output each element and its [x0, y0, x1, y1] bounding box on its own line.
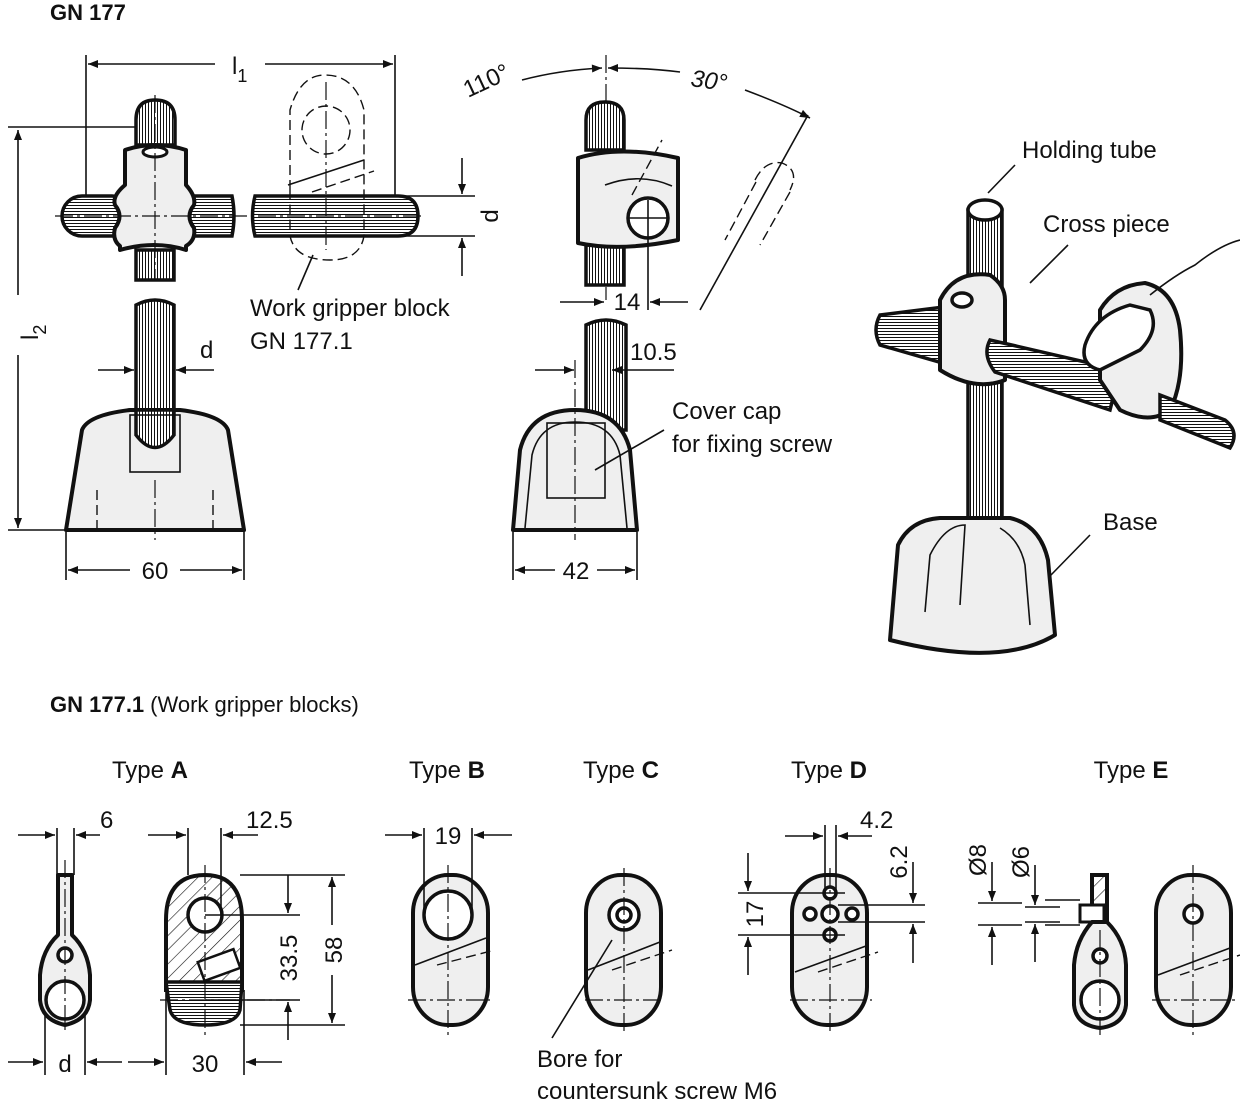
rotated-knob-phantom — [754, 161, 795, 191]
gripper-callout-line2: GN 177.1 — [250, 328, 353, 355]
type-e-drawing: Ø8 Ø6 — [965, 844, 1240, 1035]
side-tube-mid — [584, 243, 626, 287]
dim-10-5-label: 10.5 — [630, 339, 677, 366]
type-d-hidden-edge — [817, 951, 879, 973]
l1-label: l1 — [232, 53, 247, 86]
base-width-42-label: 42 — [563, 558, 590, 585]
cross-rod-right — [250, 194, 420, 238]
l2-label: l2 — [17, 325, 50, 340]
holding-tube-label: Holding tube — [1022, 137, 1157, 164]
type-a-section-base — [163, 980, 244, 1027]
side-base-cover-cap — [546, 422, 606, 499]
type-a-section-screw — [196, 947, 242, 983]
cross-clamp-body — [112, 143, 197, 252]
type-c-label: Type C — [583, 757, 659, 784]
side-clamp-groove — [604, 177, 673, 187]
type-d-hole-right — [844, 906, 860, 922]
angle-110-arrow — [521, 64, 603, 81]
type-a-dim-12-5: 12.5 — [246, 807, 293, 834]
holding-tube-leader — [987, 164, 1016, 194]
type-e-side-pin — [1078, 903, 1106, 924]
type-d-dim-17: 17 — [742, 901, 769, 928]
type-c-hidden-edge — [611, 949, 673, 971]
rotated-phantom-right — [759, 191, 791, 246]
type-a-dim-58: 58 — [321, 937, 348, 964]
gripper-callout-leader — [297, 254, 314, 291]
type-b-edge — [414, 937, 487, 966]
type-a-dim-6: 6 — [100, 807, 113, 834]
type-a-drawings: 6 d 12.5 33.5 58 30 — [8, 807, 348, 1078]
tube-in-base — [134, 408, 176, 450]
d-tube-label: d — [200, 337, 213, 364]
type-e-dim-o6: Ø6 — [1008, 846, 1035, 878]
d-cross-label: d — [477, 209, 504, 222]
holding-tube-cap — [966, 198, 1004, 222]
gripper-phantom-hidden-edge — [311, 170, 375, 193]
cross-piece-leader — [1029, 244, 1069, 284]
front-view: l1 l2 d Work grippe — [8, 53, 504, 585]
type-d-label: Type D — [791, 757, 867, 784]
type-d-drawing: 4.2 6.2 17 — [738, 807, 925, 1035]
side-view: 110° 30° 14 10.5 Cover cap for fixing sc — [459, 55, 833, 585]
cross-piece-label: Cross piece — [1043, 211, 1170, 238]
type-d-hole-left — [802, 906, 818, 922]
type-a-dim-30: 30 — [192, 1051, 219, 1078]
base-recess-right — [999, 527, 1031, 626]
type-c-callout-line2: countersunk screw M6 — [537, 1078, 777, 1102]
type-a-dim-33-5: 33.5 — [276, 935, 303, 982]
dim-14-label: 14 — [614, 289, 641, 316]
cover-cap-callout-line1: Cover cap — [672, 398, 781, 425]
side-tube-lower — [584, 318, 628, 432]
type-b-label: Type B — [409, 757, 485, 784]
type-e-hidden-edge — [1179, 954, 1240, 976]
type-b-drawing: 19 — [385, 823, 512, 1035]
base-recess-left — [924, 524, 966, 613]
clamp-screw-perspective — [950, 291, 974, 309]
type-e-edge — [1157, 947, 1231, 976]
side-tube-top — [584, 100, 626, 152]
rotated-axis — [699, 114, 809, 311]
base-front — [64, 408, 246, 532]
cover-cap-leader — [594, 429, 665, 471]
type-d-dim-4-2: 4.2 — [860, 807, 893, 834]
type-a-dim-d: d — [58, 1051, 71, 1078]
type-e-dim-o8: Ø8 — [965, 844, 992, 876]
type-b-dim-19: 19 — [435, 823, 462, 850]
base-perspective — [888, 516, 1057, 655]
type-a-label: Type A — [112, 757, 188, 784]
base-width-60-label: 60 — [142, 558, 169, 585]
type-b-hidden-edge — [436, 949, 496, 966]
gripper-block-phantom — [289, 74, 365, 261]
side-phantom-axis — [631, 139, 663, 196]
type-d-dim-6-2: 6.2 — [886, 845, 913, 878]
type-c-callout-line1: Bore for — [537, 1046, 622, 1073]
base-label: Base — [1103, 509, 1158, 536]
gripper-callout-line1: Work gripper block — [250, 295, 451, 322]
sensor-cable — [1149, 239, 1240, 296]
rotated-phantom-left — [724, 181, 757, 241]
cover-cap-callout-line2: for fixing screw — [672, 431, 833, 458]
perspective-view: Holding tube Cross piece Base — [874, 137, 1240, 655]
type-c-bore-leader — [551, 939, 613, 1039]
base-leader — [1049, 534, 1091, 577]
angle-30-arrow-right — [744, 89, 811, 119]
type-e-label: Type E — [1094, 757, 1169, 784]
angle-30-label: 30° — [689, 65, 729, 97]
sensor-body — [1082, 303, 1156, 372]
cross-rod-front — [985, 337, 1123, 413]
angle-30-arrow-left — [607, 64, 681, 73]
type-c-drawing: Bore for countersunk screw M6 — [537, 868, 777, 1102]
angle-110-label: 110° — [459, 59, 514, 104]
cross-rod-end — [1158, 392, 1236, 451]
gripper-section-heading: GN 177.1(Work gripper blocks) — [50, 692, 359, 717]
base-cavity — [129, 414, 181, 473]
drawing-title: GN 177 — [50, 0, 126, 25]
